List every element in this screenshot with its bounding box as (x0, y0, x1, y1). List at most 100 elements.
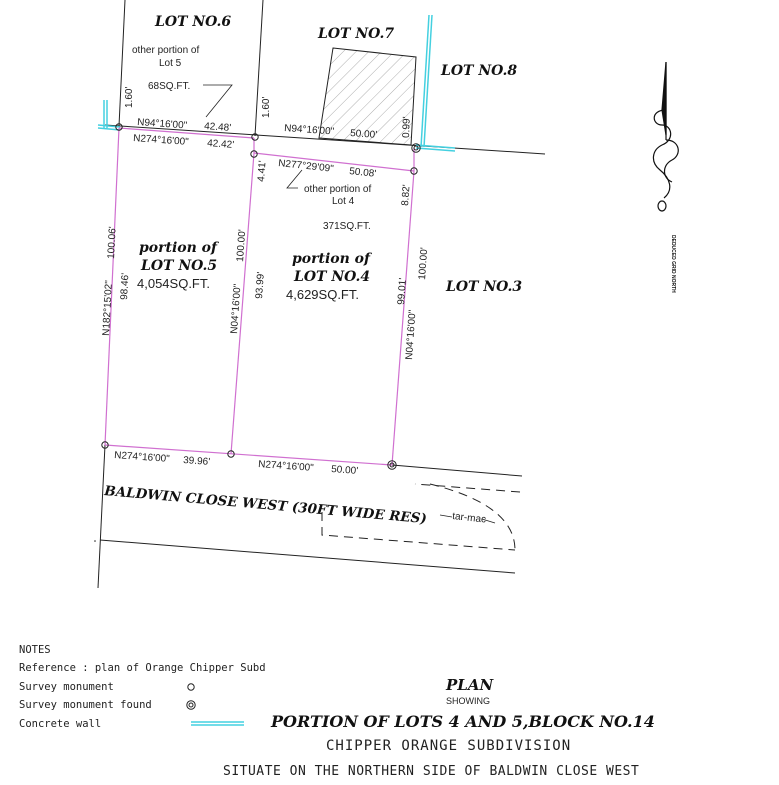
dim-top-left-bearing-2: N274°16'00" (133, 133, 190, 148)
dim-right-offset: 0.99' (401, 116, 413, 138)
wall-right-v1 (420, 14, 430, 148)
lot7-building-block (318, 47, 417, 146)
tarmac-leader (439, 514, 453, 518)
dim-bottom-left-bearing: N274°16'00" (114, 450, 171, 465)
leader-68sqft (203, 84, 233, 118)
boundary-top-left (118, 127, 255, 139)
monument-found-se-inner (389, 462, 395, 468)
north-arrow-scroll (652, 109, 672, 199)
north-arrow-base (657, 200, 667, 212)
north-arrow-scroll-2 (663, 139, 679, 183)
lot4-note-line2: Lot 4 (332, 196, 355, 207)
portion5-line2: LOT NO.5 (140, 258, 217, 274)
legend-monument-icon (187, 683, 195, 691)
survey-monuments (101, 123, 421, 470)
dim-right-distance: 100.00' (417, 247, 430, 280)
leader-lines (203, 84, 303, 189)
lot3-label: LOT NO.3 (445, 279, 522, 295)
north-arrow-icon (652, 61, 679, 212)
dim-top-left-distance-2: 42.42' (207, 138, 235, 151)
title-showing: SHOWING (446, 696, 490, 706)
legend-survey-found: Survey monument found (19, 699, 152, 711)
dim-bottom-right-bearing: N274°16'00" (258, 459, 315, 474)
title-line1: PORTION OF LOTS 4 AND 5,BLOCK NO.14 (270, 712, 655, 731)
lot4-note-area: 371SQ.FT. (323, 221, 371, 232)
portion5-line1: portion of (139, 240, 220, 256)
dim-top-right-bearing: N94°16'00" (284, 123, 335, 137)
adjacent-lot-lines (97, 0, 546, 589)
street-line-north (391, 464, 523, 477)
road-name: BALDWIN CLOSE WEST (30FT WIDE RES) (103, 483, 428, 527)
northern-boundary-line (104, 124, 546, 155)
dim-left-offset: 1.60' (124, 87, 135, 108)
dim-mid-small: 4.41' (256, 160, 268, 182)
boundary-south (104, 444, 393, 466)
north-arrow-head (661, 61, 667, 136)
monument-mid-top (251, 133, 259, 141)
boundary-east (391, 170, 415, 466)
dim-left-distance: 100.06' (106, 226, 119, 259)
lot6-note-line1: other portion of (132, 45, 199, 56)
tarmac-leader-2 (481, 518, 496, 524)
dim-bottom-left-distance: 39.96' (183, 455, 211, 468)
tarmac-curve (429, 483, 516, 551)
lot6-note-area: 68SQ.FT. (148, 81, 190, 92)
dim-left-bearing: N182°15'02" (101, 280, 115, 337)
dim-bottom-right-distance: 50.00' (331, 464, 359, 477)
dim-mid-distance: 100.00' (235, 229, 248, 262)
monument-mid (250, 150, 258, 158)
wall-right-h2 (415, 147, 456, 152)
tarmac-area (321, 483, 521, 551)
title-line3: SITUATE ON THE NORTHERN SIDE OF BALDWIN … (223, 764, 639, 779)
dim-top-left-distance: 42.48' (204, 121, 232, 134)
concrete-walls (97, 14, 456, 152)
dim-mid-bearing: N04°16'00" (229, 283, 243, 334)
monument-south-mid (227, 450, 235, 458)
portion4-line1: portion of (292, 251, 373, 267)
west-street-line (97, 444, 106, 589)
wall-left-h2 (97, 127, 121, 131)
portion4-line2: LOT NO.4 (293, 269, 370, 285)
boundary-top-slant (253, 152, 415, 172)
lot8-label: LOT NO.8 (440, 63, 517, 79)
dim-mid-offset: 1.60' (261, 97, 272, 118)
lot4-note-line1: other portion of (304, 184, 371, 195)
lot6-east-line (254, 0, 264, 137)
dim-top-left-bearing: N94°16'00" (137, 117, 188, 131)
lot7-label: LOT NO.7 (317, 26, 394, 42)
dim-right-inner: 99.01' (396, 277, 409, 305)
street-line-south (99, 539, 516, 574)
portion5-area: 4,054SQ.FT. (137, 276, 210, 291)
notes-reference: Reference : plan of Orange Chipper Subd (19, 662, 266, 674)
tarmac-top-edge (414, 483, 521, 493)
wall-right-h1 (415, 144, 456, 149)
title-line2: CHIPPER ORANGE SUBDIVISION (326, 738, 571, 754)
north-label: DEDUCED GRID NORTH (670, 235, 676, 293)
lot6-label: LOT NO.6 (154, 14, 231, 30)
dim-top-right-distance: 50.00' (350, 128, 378, 141)
title-plan: PLAN (445, 676, 494, 694)
portion4-area: 4,629SQ.FT. (286, 287, 359, 302)
lot6-note-line2: Lot 5 (159, 58, 182, 69)
boundary-west (104, 127, 120, 446)
legend-concrete-wall: Concrete wall (19, 718, 101, 730)
legend-found-icon (186, 700, 196, 710)
monument-sw (101, 441, 109, 449)
monument-found-ne (411, 143, 421, 153)
dim-right-bearing: N04°16'00" (404, 309, 418, 360)
wall-right-v2 (423, 14, 433, 148)
tarmac-bottom-edge (321, 512, 516, 551)
boundary-mid (230, 152, 255, 455)
monument-found-se (387, 460, 397, 470)
leader-other-lot4 (286, 169, 303, 189)
dim-right-small: 8.82' (400, 184, 412, 206)
notes-heading: NOTES (19, 644, 51, 656)
stray-dot (94, 540, 96, 542)
lot6-west-line (118, 0, 126, 127)
tarmac-label: tar-mac (452, 511, 487, 525)
monument-east (410, 167, 418, 175)
legend-found-icon-inner (188, 702, 194, 708)
dim-mid-inner: 93.99' (254, 271, 267, 299)
monument-nw (115, 123, 123, 131)
